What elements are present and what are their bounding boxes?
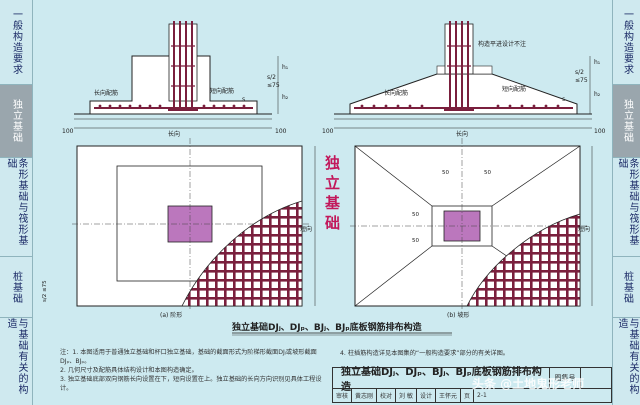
page-number: 2-1 (477, 392, 487, 399)
check-label: 校对 (377, 389, 397, 402)
plan-stepped: (a) 阶形 短向 s/2 ≤75 (42, 138, 316, 319)
left-sidebar-item-pile[interactable]: 桩基础 (0, 257, 32, 318)
right-sidebar-item-general[interactable]: 一般构造要求 (613, 0, 640, 85)
dim-100-left-a: 100 (62, 128, 74, 135)
atlas-number (580, 368, 611, 388)
label-s2-le75-a: s/2 ≤75 (42, 280, 48, 302)
section-stepped: 长向配筋 短向配筋 100 100 长向 s/2 ≤75 h₁ h₂ s (62, 21, 289, 138)
label-h2-left: h₂ (282, 94, 289, 101)
dim-50-d: 50 (412, 238, 419, 244)
left-sidebar-item-strip[interactable]: 条形基础与筏形基础 (0, 158, 32, 257)
label-short-rebar-left: 短向配筋 (210, 87, 234, 95)
dim-100-right-b: 100 (594, 128, 606, 135)
section-sloped: 构造平进设计不注 长向配筋 短向配筋 100 100 长向 s/2 ≤75 h₁… (322, 21, 606, 138)
title-block-title: 独立基础DJⱼ、DJₚ、BJⱼ、BJₚ底板钢筋排布构造 (341, 367, 542, 393)
right-sidebar: 一般构造要求 独立基础 条形基础与筏形基础 桩基础 与基础有关的构造 (612, 0, 640, 405)
label-le75-right: ≤75 (575, 77, 588, 84)
label-le75-left: ≤75 (267, 82, 280, 89)
caption-plan-b: (b) 坡形 (447, 311, 469, 319)
label-short-dir-a: 短向 (300, 225, 312, 233)
design-label: 设计 (417, 389, 436, 402)
notes-block: 注：1. 本图适用于普通独立基础和杯口独立基础，基础的截面形式为阶梯形截面DJⱼ… (60, 348, 330, 393)
dim-100-left-b: 100 (275, 128, 287, 135)
rebar-layout-drawing: 长向配筋 短向配筋 100 100 长向 s/2 ≤75 h₁ h₂ s (42, 21, 606, 336)
label-s-left: s (242, 96, 245, 103)
center-title: 独 立 基 础 (324, 154, 341, 232)
label-design-note: 构造平进设计不注 (478, 40, 526, 48)
left-sidebar-label: 独立基础 (10, 99, 22, 143)
right-sidebar-item-isolated[interactable]: 独立基础 (613, 85, 640, 158)
label-h2-right: h₂ (594, 91, 601, 98)
label-h1-left: h₁ (282, 64, 289, 71)
left-sidebar-item-general[interactable]: 一般构造要求 (0, 0, 32, 85)
right-sidebar-label: 与基础有关的构造 (616, 318, 638, 395)
main-caption: 独立基础DJⱼ、DJₚ、BJⱼ、BJₚ底板钢筋排布构造 (231, 321, 423, 333)
caption-plan-a: (a) 阶形 (160, 311, 182, 319)
center-char-3: 基 (324, 194, 341, 212)
label-long-rebar-left: 长向配筋 (94, 89, 118, 97)
title-block: 独立基础DJⱼ、DJₚ、BJⱼ、BJₚ底板钢筋排布构造 图集号 审核 黄志刚 校… (332, 367, 612, 403)
right-sidebar-item-strip[interactable]: 条形基础与筏形基础 (613, 158, 640, 257)
watermark: 头条 @土地鬼形老师 (472, 377, 585, 391)
center-char-4: 础 (325, 214, 340, 232)
dim-50-c: 50 (412, 212, 419, 218)
note-1: 注：1. 本图适用于普通独立基础和杯口独立基础，基础的截面形式为阶梯形截面DJⱼ… (60, 349, 317, 365)
label-s2-left: s/2 (267, 74, 276, 81)
review-name: 黄志刚 (352, 389, 378, 402)
dim-50-a: 50 (442, 170, 449, 176)
left-sidebar: 一般构造要求 独立基础 条形基础与筏形基础 桩基础 与基础有关的构造 (0, 0, 33, 405)
label-s2-right: s/2 (575, 69, 584, 76)
label-short-dir-b: 短向 (578, 225, 590, 233)
right-sidebar-item-related[interactable]: 与基础有关的构造 (613, 318, 640, 405)
right-sidebar-label: 独立基础 (621, 99, 633, 143)
note-4: 4. 柱插筋构造详见本图集的“一般构造要求”部分的有关详图。 (340, 350, 509, 357)
left-sidebar-item-isolated[interactable]: 独立基础 (0, 85, 32, 158)
right-sidebar-label: 条形基础与筏形基础 (616, 158, 638, 246)
review-label: 审核 (333, 389, 353, 402)
note-3: 3. 独立基础底部双向钢筋长向设置在下，短向设置在上。独立基础的长向方向识别见具… (60, 376, 322, 392)
right-sidebar-item-pile[interactable]: 桩基础 (613, 257, 640, 318)
label-long-dir-right: 长向 (456, 130, 468, 138)
label-long-dir-left: 长向 (168, 130, 180, 138)
atlas-label: 图集号 (549, 368, 580, 388)
center-char-2: 立 (325, 174, 340, 192)
left-sidebar-item-related[interactable]: 与基础有关的构造 (0, 318, 32, 405)
dim-50-b: 50 (484, 170, 491, 176)
label-short-rebar-right: 短向配筋 (502, 85, 526, 93)
center-char-1: 独 (325, 154, 340, 172)
right-sidebar-label: 一般构造要求 (621, 9, 633, 75)
plan-sloped: 50 50 50 50 (b) 坡形 短向 (350, 138, 593, 319)
left-sidebar-label: 一般构造要求 (10, 9, 22, 75)
left-sidebar-label: 与基础有关的构造 (5, 318, 27, 395)
check-name: 刘 敏 (396, 389, 417, 402)
label-h1-right: h₁ (594, 59, 601, 66)
dim-100-right-a: 100 (322, 128, 334, 135)
label-long-rebar-right: 长向配筋 (384, 89, 408, 97)
page-label: 页 (461, 389, 475, 402)
note-2: 2. 几何尺寸及配筋具体结构设计和本图构造确定。 (60, 367, 198, 374)
left-sidebar-label: 条形基础与筏形基础 (5, 158, 27, 246)
left-sidebar-label: 桩基础 (10, 270, 22, 304)
label-s-right: s (562, 96, 565, 103)
design-name: 王怀元 (436, 389, 461, 402)
right-sidebar-label: 桩基础 (621, 270, 633, 304)
